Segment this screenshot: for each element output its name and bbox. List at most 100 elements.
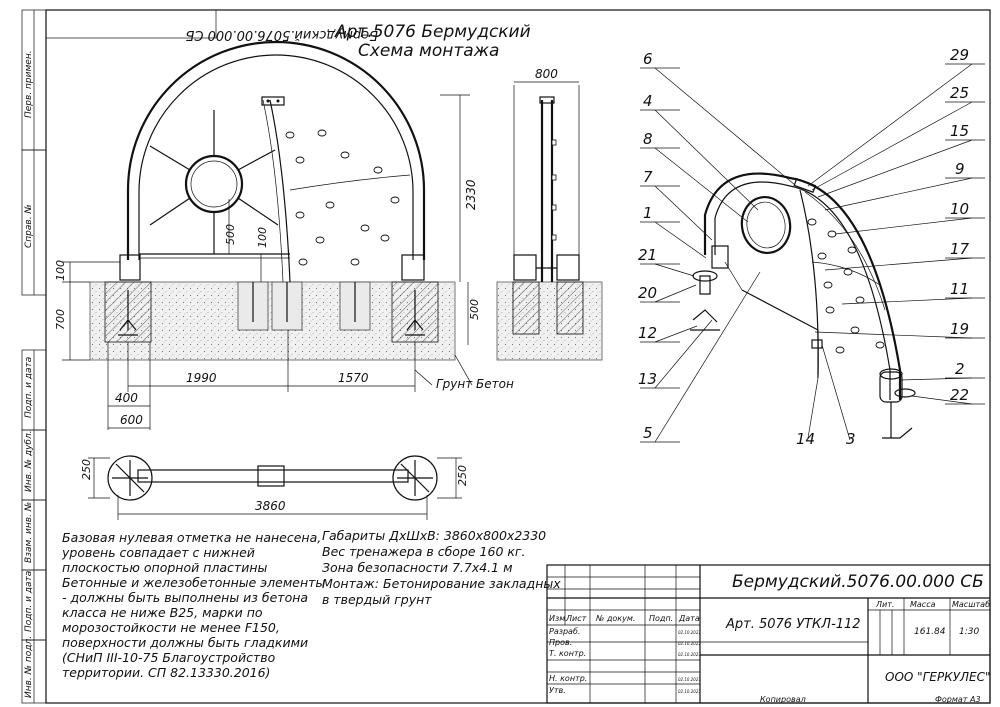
- callout-21: 21: [638, 246, 657, 264]
- note-left-line: территории. СП 82.13330.2016): [62, 665, 270, 680]
- dim-3860: 3860: [255, 499, 286, 513]
- callout-19: 19: [950, 320, 969, 338]
- note-right-line: Вес тренажера в сборе 160 кг.: [322, 544, 525, 559]
- tb-scale: 1:30: [959, 627, 979, 637]
- note-right-line: Монтаж: Бетонирование закладных: [322, 576, 561, 591]
- mirrored-stamp-box: [45, 9, 217, 39]
- side-view: [496, 81, 603, 361]
- tb-date: 02.10.2021: [678, 630, 701, 635]
- dim-1990: 1990: [186, 371, 217, 385]
- tb-row-razrab: Разраб.: [549, 627, 580, 636]
- tb-col-izm: Изм.: [549, 614, 568, 623]
- tb-date: 02.10.2021: [678, 677, 701, 682]
- note-left-line: класса не ниже B25, марки по: [62, 605, 263, 620]
- dim-500-arch: 500: [224, 224, 237, 245]
- format-label: Формат А3: [935, 695, 981, 704]
- callout-7: 7: [643, 168, 653, 186]
- front-dims: [62, 94, 473, 430]
- inv-dubl-label: Инв. № дубл.: [24, 430, 34, 492]
- callout-1: 1: [643, 204, 653, 222]
- isometric-view: [690, 172, 916, 439]
- note-left-line: плоскостью опорной пластины: [62, 560, 267, 575]
- sprav-no-label: Справ. №: [24, 204, 34, 248]
- tb-name: Арт. 5076 УТКЛ-112: [725, 617, 861, 632]
- notes-left: Базовая нулевая отметка не нанесена, уро…: [61, 530, 325, 680]
- callout-17: 17: [950, 240, 970, 258]
- dim-800: 800: [535, 67, 558, 81]
- label-grunt: Грунт: [436, 377, 473, 391]
- dim-100-arch: 100: [256, 227, 269, 248]
- note-left-line: Базовая нулевая отметка не нанесена,: [62, 530, 321, 545]
- note-right-line: Зона безопасности 7.7х4.1 м: [322, 560, 513, 575]
- plan-view: [88, 455, 462, 520]
- note-left-line: поверхности должны быть гладкими: [62, 635, 308, 650]
- podp-data-label-2: Подп. и дата: [24, 571, 34, 632]
- callout-15: 15: [950, 122, 969, 140]
- callout-2: 2: [955, 360, 965, 378]
- sheet-title-1: Арт.5076 Бермудский: [334, 22, 531, 42]
- callout-29: 29: [950, 46, 969, 64]
- tb-col-doc: № докум.: [595, 614, 635, 623]
- leader-lines: [640, 63, 985, 443]
- arch-outer: [126, 40, 426, 260]
- tb-row-tkontr: Т. контр.: [549, 649, 586, 658]
- tb-row-prov: Пров.: [549, 638, 572, 647]
- callout-20: 20: [638, 284, 657, 302]
- callout-22: 22: [950, 386, 969, 404]
- wheel-circle: [184, 154, 244, 214]
- note-left-line: (СНиП III-10-75 Благоустройство: [62, 650, 276, 665]
- dim-100-left: 100: [54, 260, 67, 281]
- callout-10: 10: [950, 200, 969, 218]
- tb-date: 02.10.2021: [678, 689, 701, 694]
- notes-right: Габариты ДхШхВ: 3860х800х2330 Вес тренаж…: [322, 528, 561, 607]
- title-block: [546, 564, 991, 704]
- left-margin-stamps: [21, 9, 47, 704]
- dim-700: 700: [54, 309, 67, 330]
- tb-col-data: Дата: [678, 614, 700, 623]
- arch-inner: [138, 54, 414, 260]
- tb-row-utv: Утв.: [549, 686, 566, 695]
- vzam-inv-label: Взам. инв. №: [24, 502, 34, 563]
- podp-data-label-1: Подп. и дата: [24, 357, 34, 418]
- perv-primen-label: Перв. примен.: [24, 50, 34, 118]
- tb-col-podp: Подп.: [649, 614, 673, 623]
- callout-8: 8: [643, 130, 653, 148]
- sheet-title-2: Схема монтажа: [358, 41, 499, 61]
- dim-400: 400: [115, 391, 138, 405]
- callout-13: 13: [638, 370, 657, 388]
- callout-11: 11: [950, 280, 969, 298]
- callout-3: 3: [846, 430, 856, 448]
- tb-company: ООО "ГЕРКУЛЕС": [885, 670, 991, 684]
- note-left-line: морозостойкости не менее F150,: [62, 620, 280, 635]
- callout-9: 9: [955, 160, 965, 178]
- tb-mass: 161.84: [914, 627, 946, 637]
- inv-podl-label: Инв. № подл.: [24, 636, 34, 698]
- tb-date: 02.10.2021: [678, 652, 701, 657]
- tb-head-scale: Масштаб: [952, 600, 990, 609]
- dim-250-right: 250: [456, 465, 469, 486]
- dim-500-right: 500: [468, 299, 481, 320]
- dim-1570: 1570: [338, 371, 369, 385]
- note-left-line: уровень совпадает с нижней: [61, 545, 255, 560]
- note-left-line: Бетонные и железобетонные элементы: [62, 575, 325, 590]
- mirrored-code: Бермудский.5076.00.000 СБ: [185, 27, 378, 42]
- label-beton: Бетон: [476, 377, 514, 391]
- tb-designation: Бермудский.5076.00.000 СБ: [732, 572, 984, 592]
- tb-row-nkontr: Н. контр.: [549, 674, 587, 683]
- dim-600: 600: [120, 413, 143, 427]
- callout-6: 6: [643, 50, 653, 68]
- callout-12: 12: [638, 324, 657, 342]
- callout-4: 4: [643, 92, 653, 110]
- callout-5: 5: [643, 424, 653, 442]
- tb-date: 02.10.2021: [678, 641, 701, 646]
- note-left-line: - должны быть выполнены из бетона: [62, 590, 308, 605]
- callout-14: 14: [796, 430, 815, 448]
- dim-250-left: 250: [80, 459, 93, 480]
- tb-head-mass: Масса: [910, 600, 936, 609]
- copied-label: Копировал: [760, 695, 806, 704]
- dim-2330: 2330: [464, 179, 478, 210]
- note-right-line: в твердый грунт: [322, 592, 432, 607]
- tb-head-lit: Лит.: [875, 600, 894, 609]
- callout-25: 25: [950, 84, 969, 102]
